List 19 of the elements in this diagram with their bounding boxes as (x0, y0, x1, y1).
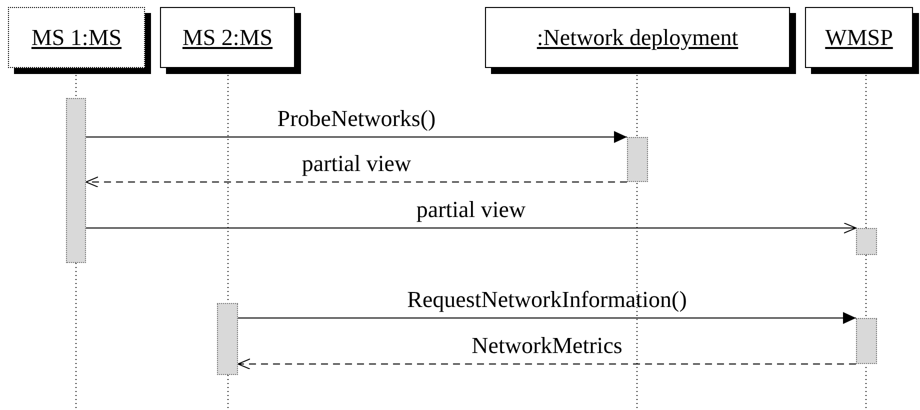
activation-bar (217, 303, 238, 375)
object-name: MS 1:MS (31, 24, 122, 50)
message-arrow (238, 312, 856, 324)
activation-bar (66, 98, 86, 263)
object-name: :Network deployment (536, 24, 738, 50)
activation-bar (627, 137, 648, 182)
message-arrow (86, 222, 856, 234)
object-name: MS 2:MS (182, 24, 273, 50)
return-arrow (238, 358, 856, 370)
activation-bar (856, 318, 877, 364)
message-label: RequestNetworkInformation() (407, 288, 687, 311)
message-label: partial view (416, 198, 526, 221)
object-name: WMSP (825, 24, 893, 50)
activation-bar (856, 228, 877, 255)
message-arrow (86, 131, 628, 143)
message-label: ProbeNetworks() (277, 107, 436, 130)
return-arrow (86, 176, 628, 188)
message-label: partial view (302, 152, 412, 175)
message-label: NetworkMetrics (472, 334, 622, 357)
